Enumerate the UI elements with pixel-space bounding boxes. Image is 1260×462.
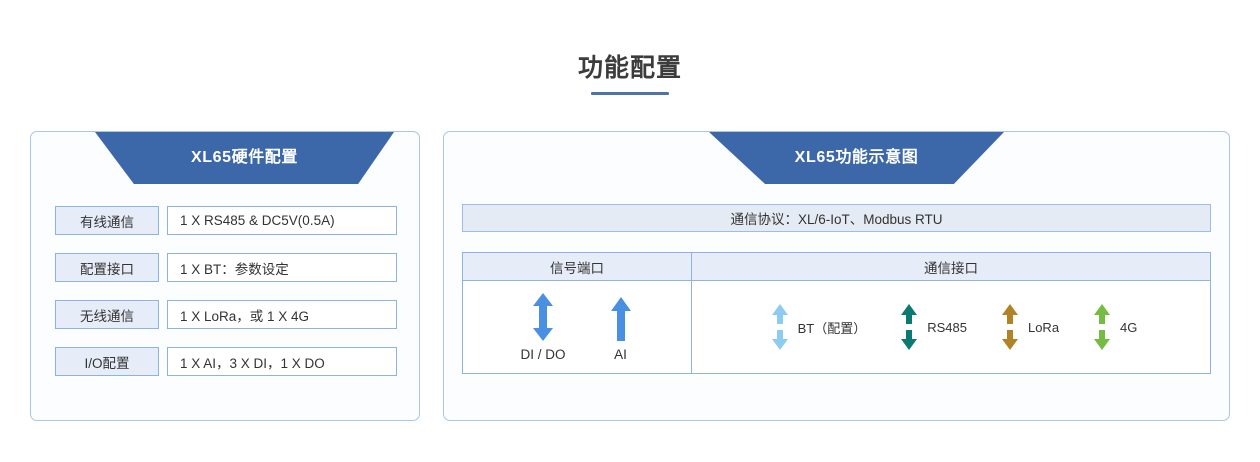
hardware-config-banner-label: XL65硬件配置 [190, 149, 299, 166]
comm-port-item-lora: LoRa [1001, 304, 1059, 350]
row-label: 配置接口 [55, 253, 159, 282]
table-row: I/O配置 1 X AI，3 X DI，1 X DO [55, 347, 397, 376]
page-title-block: 功能配置 [0, 52, 1260, 95]
port-matrix: 信号端口 通信接口 DI / DO [462, 252, 1211, 374]
title-underline-accent [591, 92, 669, 95]
hardware-config-panel: XL65硬件配置 有线通信 1 X RS485 & DC5V(0.5A) 配置接… [30, 131, 420, 421]
signal-port-item-di-do: DI / DO [520, 292, 566, 362]
function-diagram-banner: XL65功能示意图 [709, 132, 1004, 184]
table-row: 配置接口 1 X BT：参数设定 [55, 253, 397, 282]
double-arrow-icon [771, 304, 789, 350]
signal-port-label: DI / DO [520, 346, 566, 362]
comm-port-item-rs485: RS485 [900, 304, 967, 350]
comm-port-label: RS485 [927, 319, 967, 335]
page-title: 功能配置 [577, 54, 682, 82]
function-diagram-body: 通信协议：XL/6-IoT、Modbus RTU 信号端口 通信接口 [444, 184, 1229, 374]
table-row: 无线通信 1 X LoRa，或 1 X 4G [55, 300, 397, 329]
comm-port-label: LoRa [1027, 319, 1060, 335]
row-value: 1 X RS485 & DC5V(0.5A) [167, 206, 397, 235]
hardware-config-rows: 有线通信 1 X RS485 & DC5V(0.5A) 配置接口 1 X BT：… [31, 184, 419, 376]
signal-port-item-ai: AI [608, 293, 634, 362]
double-arrow-icon [1001, 304, 1019, 350]
comm-port-item-4g: 4G [1093, 304, 1137, 350]
table-row: 有线通信 1 X RS485 & DC5V(0.5A) [55, 206, 397, 235]
comm-port-label: BT（配置） [797, 320, 867, 336]
signal-port-group: DI / DO AI [463, 281, 692, 373]
double-arrow-icon [1093, 304, 1111, 350]
comm-port-item-bt: BT（配置） [771, 304, 867, 350]
row-value: 1 X LoRa，或 1 X 4G [167, 300, 397, 329]
row-label: I/O配置 [55, 347, 159, 376]
row-value: 1 X BT：参数设定 [167, 253, 397, 282]
row-value: 1 X AI，3 X DI，1 X DO [167, 347, 397, 376]
port-matrix-header: 信号端口 通信接口 [463, 253, 1210, 281]
comm-port-label: 4G [1120, 319, 1138, 335]
comm-port-group: BT（配置） RS485 [692, 281, 1210, 373]
row-label: 有线通信 [55, 206, 159, 235]
function-diagram-panel: XL65功能示意图 通信协议：XL/6-IoT、Modbus RTU 信号端口 … [443, 131, 1230, 421]
column-header-comm-port: 通信接口 [692, 253, 1210, 280]
signal-port-label: AI [614, 346, 627, 362]
double-arrow-icon [900, 304, 918, 350]
up-arrow-icon [608, 293, 634, 341]
column-header-signal-port: 信号端口 [463, 253, 692, 280]
port-matrix-body: DI / DO AI [463, 281, 1210, 373]
double-arrow-icon [530, 292, 556, 341]
function-diagram-banner-label: XL65功能示意图 [794, 149, 919, 166]
row-label: 无线通信 [55, 300, 159, 329]
protocol-bar: 通信协议：XL/6-IoT、Modbus RTU [462, 204, 1211, 232]
hardware-config-banner: XL65硬件配置 [95, 132, 394, 184]
